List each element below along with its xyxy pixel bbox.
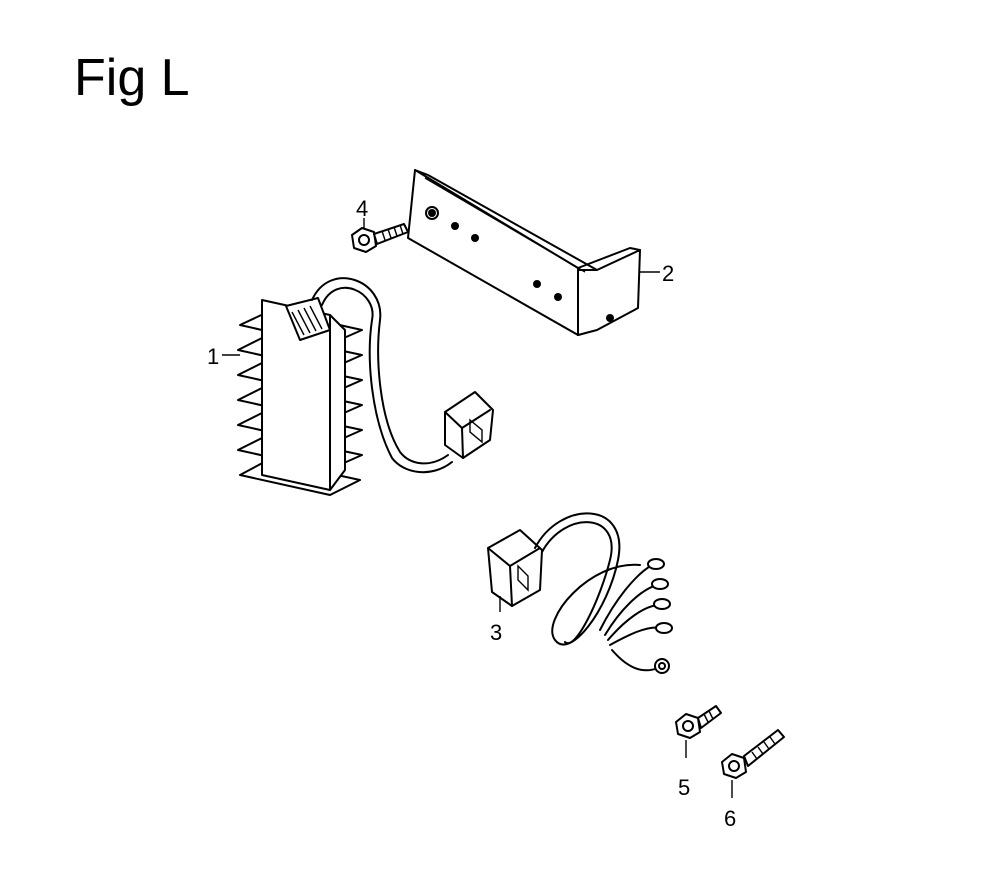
part-3-harness: [487, 512, 673, 674]
callout-3: 3: [490, 620, 502, 645]
callout-4: 4: [356, 196, 368, 221]
callout-5: 5: [678, 775, 690, 800]
part-6-bolt: [721, 729, 785, 798]
part-4-bolt: [351, 218, 409, 253]
callout-2: 2: [662, 261, 674, 286]
figure-title: Fig L: [74, 49, 190, 107]
part-1-regulator: [222, 277, 494, 496]
part-2-bracket: [407, 169, 660, 336]
callout-1: 1: [207, 344, 219, 369]
part-5-bolt: [675, 705, 722, 758]
callout-6: 6: [724, 806, 736, 831]
